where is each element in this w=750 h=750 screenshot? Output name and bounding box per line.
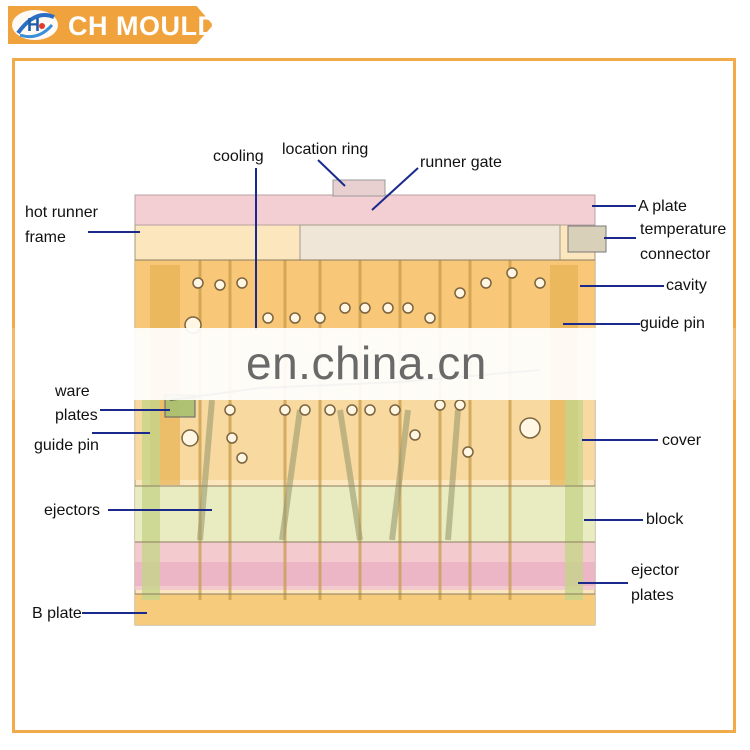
logo-icon: H [12, 10, 58, 40]
label-ejectors: ejectors [44, 502, 101, 519]
label-cavity: cavity [666, 277, 707, 294]
label-b-plate: B plate [32, 605, 82, 622]
b-plate-block [135, 594, 595, 625]
label-location-ring: location ring [282, 141, 369, 158]
label-connector: connector [640, 246, 711, 263]
label-ejector: ejector [631, 562, 680, 579]
leader-runner-gate [371, 167, 419, 211]
location-ring-block [332, 179, 386, 197]
a-plate-block [134, 194, 596, 226]
block-region [135, 486, 595, 542]
leader-location-ring [317, 159, 346, 187]
label-a-plate: A plate [638, 198, 687, 215]
label-cover: cover [662, 432, 702, 449]
cavity-block [135, 260, 595, 330]
label-plates: plates [55, 407, 98, 424]
label-temperature: temperature [640, 221, 727, 238]
label-frame: frame [25, 229, 66, 246]
label-block: block [646, 511, 684, 528]
label-ware: ware [55, 383, 90, 400]
watermark-band [0, 328, 750, 400]
header: H CH MOULD [0, 0, 750, 50]
brand-name: CH MOULD [68, 11, 218, 41]
temperature-connector-block [567, 225, 607, 253]
label-cooling: cooling [213, 148, 264, 165]
label-guide-pin-right: guide pin [640, 315, 705, 332]
label-ejector-plates: plates [631, 587, 674, 604]
watermark-text: en.china.cn [246, 337, 487, 389]
svg-text:H: H [27, 15, 40, 35]
label-guide-pin-left: guide pin [34, 437, 99, 454]
label-runner-gate: runner gate [420, 154, 502, 171]
label-hot-runner: hot runner [25, 204, 98, 221]
